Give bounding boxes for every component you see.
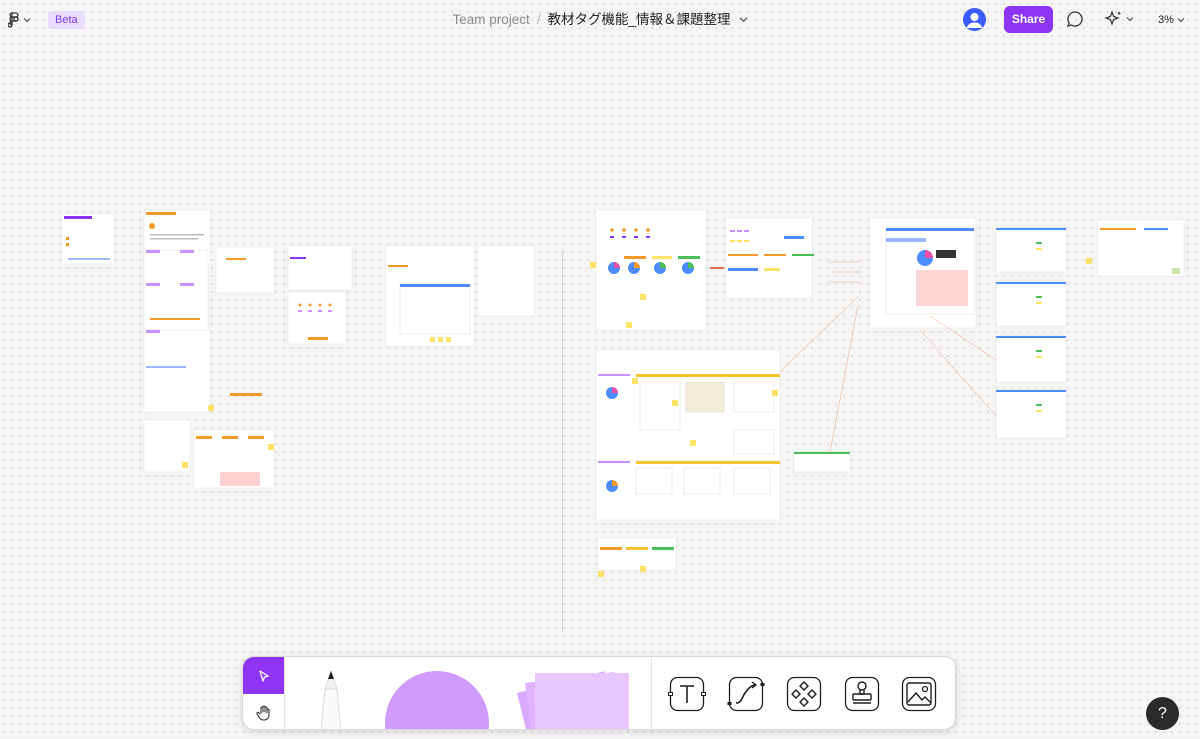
breadcrumb: Team project / 教材タグ機能_情報＆課題整理 <box>0 10 1200 30</box>
top-bar: Beta Team project / 教材タグ機能_情報＆課題整理 Share 3… <box>0 0 1200 40</box>
stamp-tool-button[interactable] <box>843 675 881 713</box>
chevron-down-icon <box>23 18 31 23</box>
chevron-down-icon <box>1126 17 1134 22</box>
marker-pen-icon <box>320 669 342 729</box>
toolbar-divider <box>284 657 285 729</box>
hand-icon <box>255 704 270 721</box>
project-link[interactable]: Team project <box>452 12 530 27</box>
hand-tool-button[interactable] <box>243 694 284 729</box>
stamp-icon <box>844 676 880 712</box>
user-icon <box>966 13 983 28</box>
user-avatar[interactable] <box>963 8 986 31</box>
toolbar-divider <box>651 657 652 729</box>
connector-icon <box>727 676 765 712</box>
ai-assistant-button[interactable] <box>1104 9 1136 29</box>
comment-icon[interactable] <box>1066 10 1084 28</box>
component-tool-button[interactable] <box>785 675 823 713</box>
bottom-toolbar <box>242 656 956 730</box>
zoom-control[interactable]: 3% <box>1158 12 1185 28</box>
board-miniature-content <box>61 209 1185 577</box>
left-section-frames <box>61 209 535 489</box>
sparkle-icon <box>1104 10 1122 26</box>
beta-badge: Beta <box>48 11 85 29</box>
sticky-note-stack-icon <box>517 671 629 729</box>
pen-tool-button[interactable] <box>303 665 359 729</box>
middle-section-frames <box>590 209 851 577</box>
cursor-arrow-icon <box>258 669 269 682</box>
main-menu-button[interactable] <box>8 11 38 29</box>
file-menu-chevron-icon[interactable] <box>739 10 748 30</box>
sticky-note-tool-button[interactable] <box>513 669 633 729</box>
image-icon <box>901 676 937 712</box>
help-button[interactable]: ? <box>1146 697 1179 730</box>
breadcrumb-separator: / <box>536 12 541 27</box>
component-icon <box>786 676 822 712</box>
whiteboard-canvas[interactable] <box>0 40 1200 660</box>
connector-tool-button[interactable] <box>727 675 765 713</box>
right-section-frames <box>779 217 1185 453</box>
select-tool-button[interactable] <box>243 657 284 694</box>
zoom-level: 3% <box>1158 14 1174 26</box>
image-tool-button[interactable] <box>900 675 938 713</box>
share-button[interactable]: Share <box>1004 6 1053 33</box>
shape-tool-button[interactable] <box>385 671 489 729</box>
figma-logo-icon <box>8 11 19 28</box>
text-tool-icon <box>668 676 706 712</box>
section-divider <box>562 250 563 632</box>
chevron-down-icon <box>1177 18 1185 23</box>
text-tool-button[interactable] <box>668 675 706 713</box>
file-title[interactable]: 教材タグ機能_情報＆課題整理 <box>547 12 731 27</box>
